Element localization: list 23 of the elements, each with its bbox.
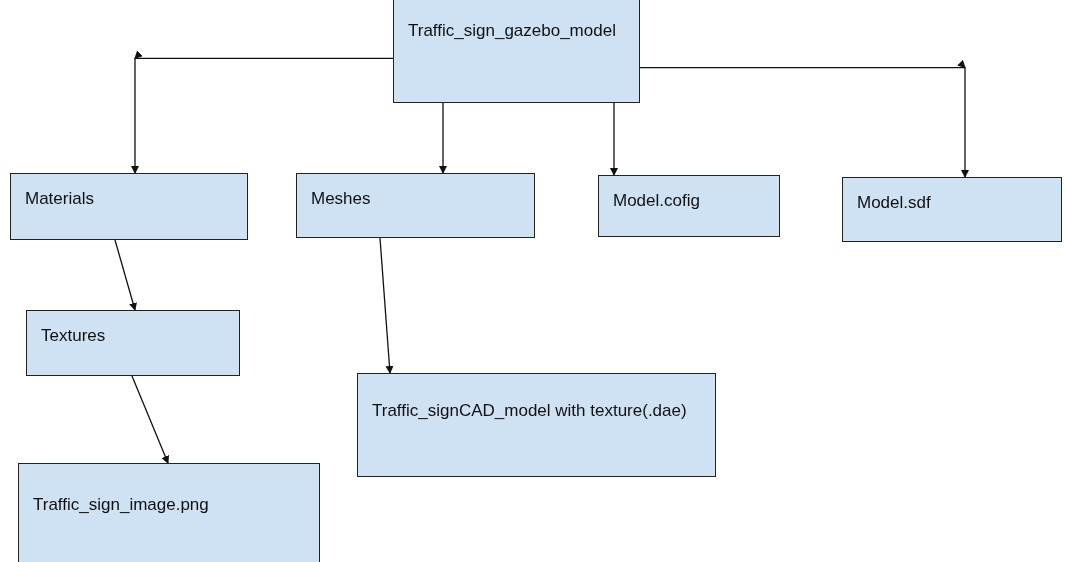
arrow [639, 60, 969, 178]
box-label: Textures [41, 325, 107, 347]
box-label: Traffic_sign_gazebo_model [408, 20, 617, 42]
arrow [114, 239, 137, 311]
folder-box [842, 177, 1062, 242]
folder-box [18, 463, 320, 562]
arrow [131, 51, 394, 174]
folder-box [598, 175, 780, 237]
folder-box [10, 173, 248, 240]
arrow [439, 102, 447, 174]
box-label: Model.sdf [857, 192, 932, 214]
folder-box [357, 373, 716, 477]
arrow [379, 237, 394, 374]
box-label: Materials [25, 188, 95, 210]
folder-box [26, 310, 240, 376]
box-label: Traffic_signCAD_model with texture(.dae) [372, 400, 688, 422]
folder-box [393, 0, 640, 103]
folder-box [296, 173, 535, 238]
arrow [131, 375, 169, 464]
box-label: Traffic_sign_image.png [33, 494, 210, 516]
arrow [610, 102, 618, 176]
box-label: Meshes [311, 188, 372, 210]
box-label: Model.cofig [613, 190, 701, 212]
